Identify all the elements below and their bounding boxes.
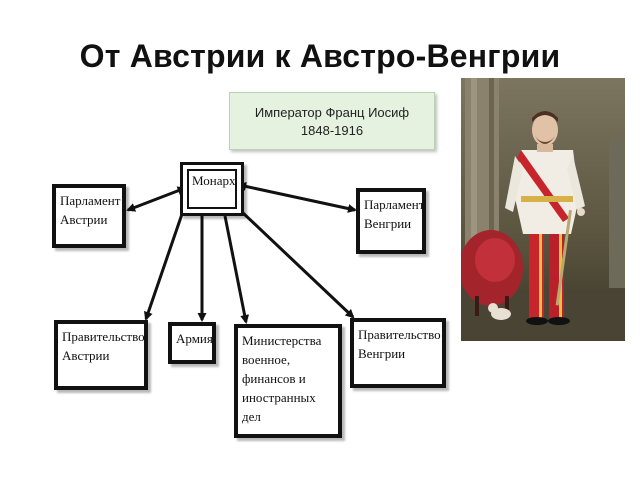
box-parliament-austria: Парламент Австрии xyxy=(52,184,126,248)
parliament-hungary-line1: Парламент xyxy=(364,197,425,212)
government-hungary-line2: Венгрии xyxy=(358,346,406,361)
arrow-monarch-government-austria xyxy=(144,213,184,321)
arrow-monarch-parliament-austria xyxy=(126,186,187,212)
parliament-austria-line2: Австрии xyxy=(60,212,108,227)
government-austria-line1: Правительство xyxy=(62,329,145,344)
box-army: Армия xyxy=(168,322,216,364)
box-parliament-hungary: Парламент Венгрии xyxy=(356,188,426,254)
caption-name: Император Франц Иосиф xyxy=(254,105,410,120)
portrait-caption: Император Франц Иосиф 1848-1916 xyxy=(229,92,435,150)
arrow-monarch-ministries xyxy=(223,215,250,324)
parliament-austria-line1: Парламент xyxy=(60,193,121,208)
ministries-line4: иностранных дел xyxy=(242,390,316,424)
parliament-hungary-line2: Венгрии xyxy=(364,216,412,231)
portrait-image xyxy=(461,78,625,341)
slide-title: От Австрии к Австро-Венгрии xyxy=(79,38,561,74)
box-government-hungary: Правительство Венгрии xyxy=(350,318,446,388)
caption-years: 1848-1916 xyxy=(300,123,364,138)
box-ministries: Министерства военное, финансов и иностра… xyxy=(234,324,342,438)
government-hungary-line1: Правительство xyxy=(358,327,441,342)
arrow-monarch-parliament-hungary xyxy=(237,182,357,213)
monarch-label: Монарх xyxy=(187,169,237,209)
emperor-portrait xyxy=(461,78,625,341)
box-government-austria: Правительство Австрии xyxy=(54,320,148,390)
army-label: Армия xyxy=(176,331,213,346)
government-austria-line2: Австрии xyxy=(62,348,110,363)
ministries-line3: финансов и xyxy=(242,371,306,386)
arrow-monarch-government-hungary xyxy=(240,210,355,319)
box-monarch: Монарх xyxy=(180,162,244,216)
ministries-line1: Министерства xyxy=(242,333,322,348)
ministries-line2: военное, xyxy=(242,352,291,367)
